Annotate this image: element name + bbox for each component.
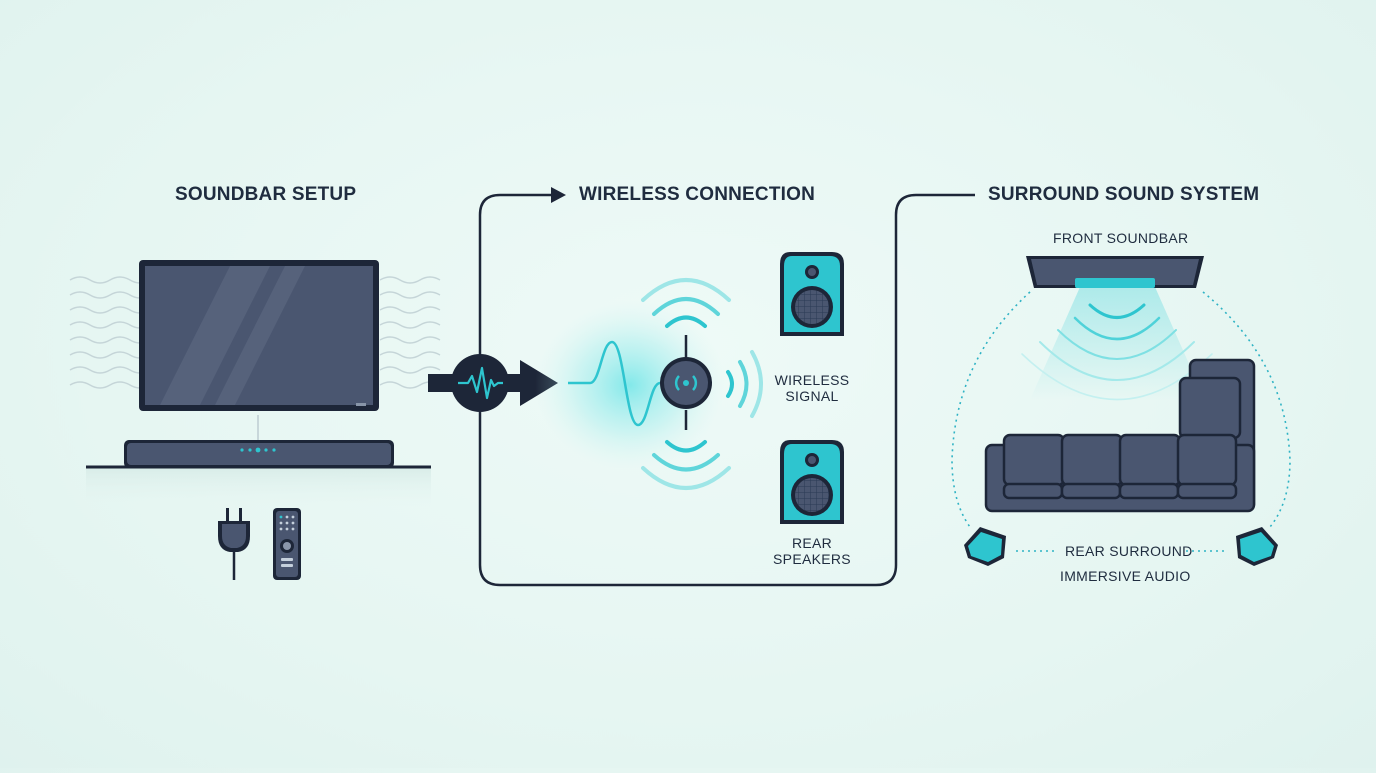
- surround-dotted-arc-left: [951, 291, 1031, 528]
- tv-shelf: [86, 467, 431, 507]
- signal-arcs-bottom: [641, 440, 731, 490]
- rear-surround-speaker-icon: [964, 527, 1006, 566]
- wireless-frame-line: [478, 193, 975, 587]
- wireless-frame-top: [478, 193, 552, 356]
- front-soundbar-icon: [1026, 256, 1204, 288]
- wireless-signal-label: WIRELESS SIGNAL: [774, 372, 850, 404]
- wireless-hub-icon: [660, 357, 712, 409]
- remote-icon: [273, 508, 301, 580]
- rear-speakers-label: REAR SPEAKERS: [773, 535, 851, 567]
- signal-glow: [535, 300, 725, 470]
- soundbar-icon: [124, 440, 394, 468]
- rear-surround-label: REAR SURROUND: [1065, 543, 1193, 559]
- setup-sound-waves-left: [69, 276, 151, 389]
- wireless-section-title: WIRELESS CONNECTION: [579, 184, 816, 205]
- front-soundbar-label: FRONT SOUNDBAR: [1053, 230, 1189, 246]
- front-soundbar-beam: [1030, 287, 1205, 400]
- power-plug-icon: [218, 508, 250, 580]
- signal-waveform: [568, 340, 661, 427]
- sofa-icon: [984, 358, 1256, 513]
- setup-section-title: SOUNDBAR SETUP: [175, 184, 357, 205]
- rear-surround-speaker-icon: [1236, 527, 1278, 566]
- audio-pulse-icon: [451, 354, 509, 412]
- wireless-frame-arrowhead: [551, 187, 566, 203]
- front-soundbar-arcs: [1021, 303, 1213, 401]
- speaker-icon: [780, 252, 844, 336]
- speaker-icon: [780, 440, 844, 524]
- immersive-audio-label: IMMERSIVE AUDIO: [1060, 568, 1191, 584]
- signal-arcs-top: [641, 278, 731, 328]
- setup-sound-waves-right: [379, 276, 441, 389]
- signal-arcs-right: [726, 350, 763, 418]
- tv-icon: [139, 260, 379, 440]
- surround-dotted-arc-right: [1202, 291, 1291, 528]
- surround-section-title: SURROUND SOUND SYSTEM: [988, 184, 1260, 205]
